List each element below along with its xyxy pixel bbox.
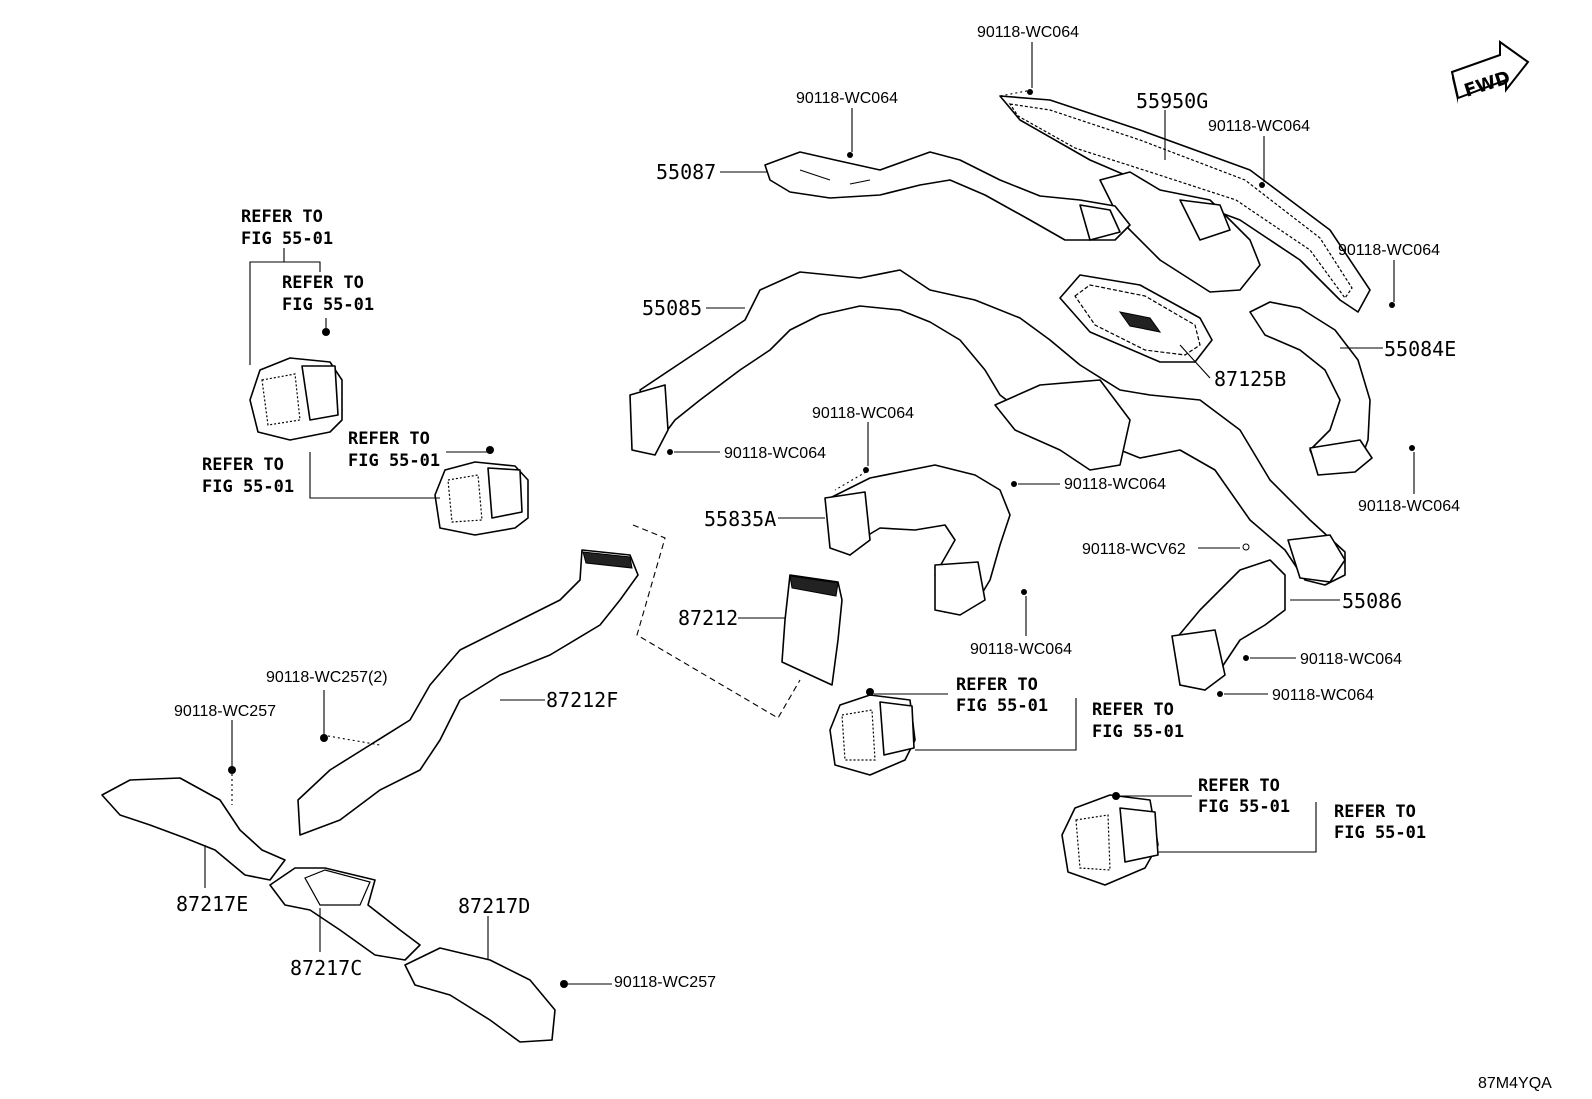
label-87217D: 87217D [458, 894, 530, 918]
refer-e-line2[interactable]: FIG 55-01 [956, 696, 1048, 716]
label-55086: 55086 [1342, 589, 1402, 613]
part-55084E-duct[interactable] [1249, 301, 1373, 476]
label-fastener-3: 90118-WC064 [1208, 118, 1310, 135]
refer-a-line1[interactable]: REFER TO [241, 207, 323, 227]
label-fastener-2: 90118-WC064 [796, 90, 898, 107]
refer-g-line1[interactable]: REFER TO [1198, 776, 1280, 796]
refer-h-line2[interactable]: FIG 55-01 [1334, 823, 1426, 843]
refer-e-line1[interactable]: REFER TO [956, 675, 1038, 695]
label-55835A: 55835A [704, 507, 776, 531]
label-fastener-wcv62: 90118-WCV62 [1082, 541, 1186, 558]
refer-c-line2[interactable]: FIG 55-01 [348, 451, 440, 471]
refer-f-line1[interactable]: REFER TO [1092, 700, 1174, 720]
label-87217C: 87217C [290, 956, 362, 980]
label-55950G: 55950G [1136, 89, 1208, 113]
part-55086-duct[interactable] [1171, 559, 1286, 691]
refer-a-line2[interactable]: FIG 55-01 [241, 229, 333, 249]
label-fastener-1: 90118-WC064 [977, 24, 1079, 41]
refer-d-line1[interactable]: REFER TO [202, 455, 284, 475]
refer-h-line1[interactable]: REFER TO [1334, 802, 1416, 822]
image-code: 87M4YQA [1478, 1075, 1552, 1092]
label-fastener-6: 90118-WC064 [812, 405, 914, 422]
label-87125B: 87125B [1214, 367, 1286, 391]
label-fastener-5: 90118-WC064 [724, 445, 826, 462]
label-87217E: 87217E [176, 892, 248, 916]
label-55085: 55085 [642, 296, 702, 320]
vent-mid-left[interactable] [434, 461, 529, 536]
refer-b-line1[interactable]: REFER TO [282, 273, 364, 293]
label-55084E: 55084E [1384, 337, 1456, 361]
part-55087-duct[interactable] [764, 151, 1131, 241]
label-55087: 55087 [656, 160, 716, 184]
refer-c-line1[interactable]: REFER TO [348, 429, 430, 449]
label-fastener-wc257-b: 90118-WC257 [614, 974, 716, 991]
label-fastener-7: 90118-WC064 [1064, 476, 1166, 493]
fwd-arrow-icon: FWD [1450, 40, 1530, 104]
label-fastener-9: 90118-WC064 [970, 641, 1072, 658]
part-87212F-duct[interactable] [297, 549, 639, 836]
refer-f-line2[interactable]: FIG 55-01 [1092, 722, 1184, 742]
label-87212: 87212 [678, 606, 738, 630]
part-87217C-duct[interactable] [269, 867, 421, 961]
refer-g-line2[interactable]: FIG 55-01 [1198, 797, 1290, 817]
part-55835A-duct[interactable] [824, 464, 1011, 616]
refer-d-line2[interactable]: FIG 55-01 [202, 477, 294, 497]
label-fastener-wc257-a: 90118-WC257 [174, 703, 276, 720]
part-87217E-duct[interactable] [101, 777, 286, 881]
vent-lower-right[interactable] [1061, 794, 1159, 886]
label-fastener-8: 90118-WC064 [1358, 498, 1460, 515]
label-fastener-10: 90118-WC064 [1300, 651, 1402, 668]
label-87212F: 87212F [546, 688, 618, 712]
part-55085-main-duct[interactable] [629, 269, 1346, 586]
part-87125B-register[interactable] [1059, 274, 1213, 363]
part-87217D-duct[interactable] [404, 947, 556, 1043]
vent-center[interactable] [829, 694, 916, 776]
part-87212-duct[interactable] [781, 574, 843, 686]
label-fastener-4: 90118-WC064 [1338, 242, 1440, 259]
label-fastener-11: 90118-WC064 [1272, 687, 1374, 704]
fastener-markers [228, 89, 1415, 988]
refer-b-line2[interactable]: FIG 55-01 [282, 295, 374, 315]
assembly-outline-dashed [632, 524, 801, 719]
label-fastener-wc257-2: 90118-WC257(2) [266, 669, 388, 686]
leader-lines [204, 42, 1415, 985]
part-55950G-defroster-nozzle[interactable] [999, 95, 1371, 313]
vent-upper-left[interactable] [249, 357, 343, 441]
